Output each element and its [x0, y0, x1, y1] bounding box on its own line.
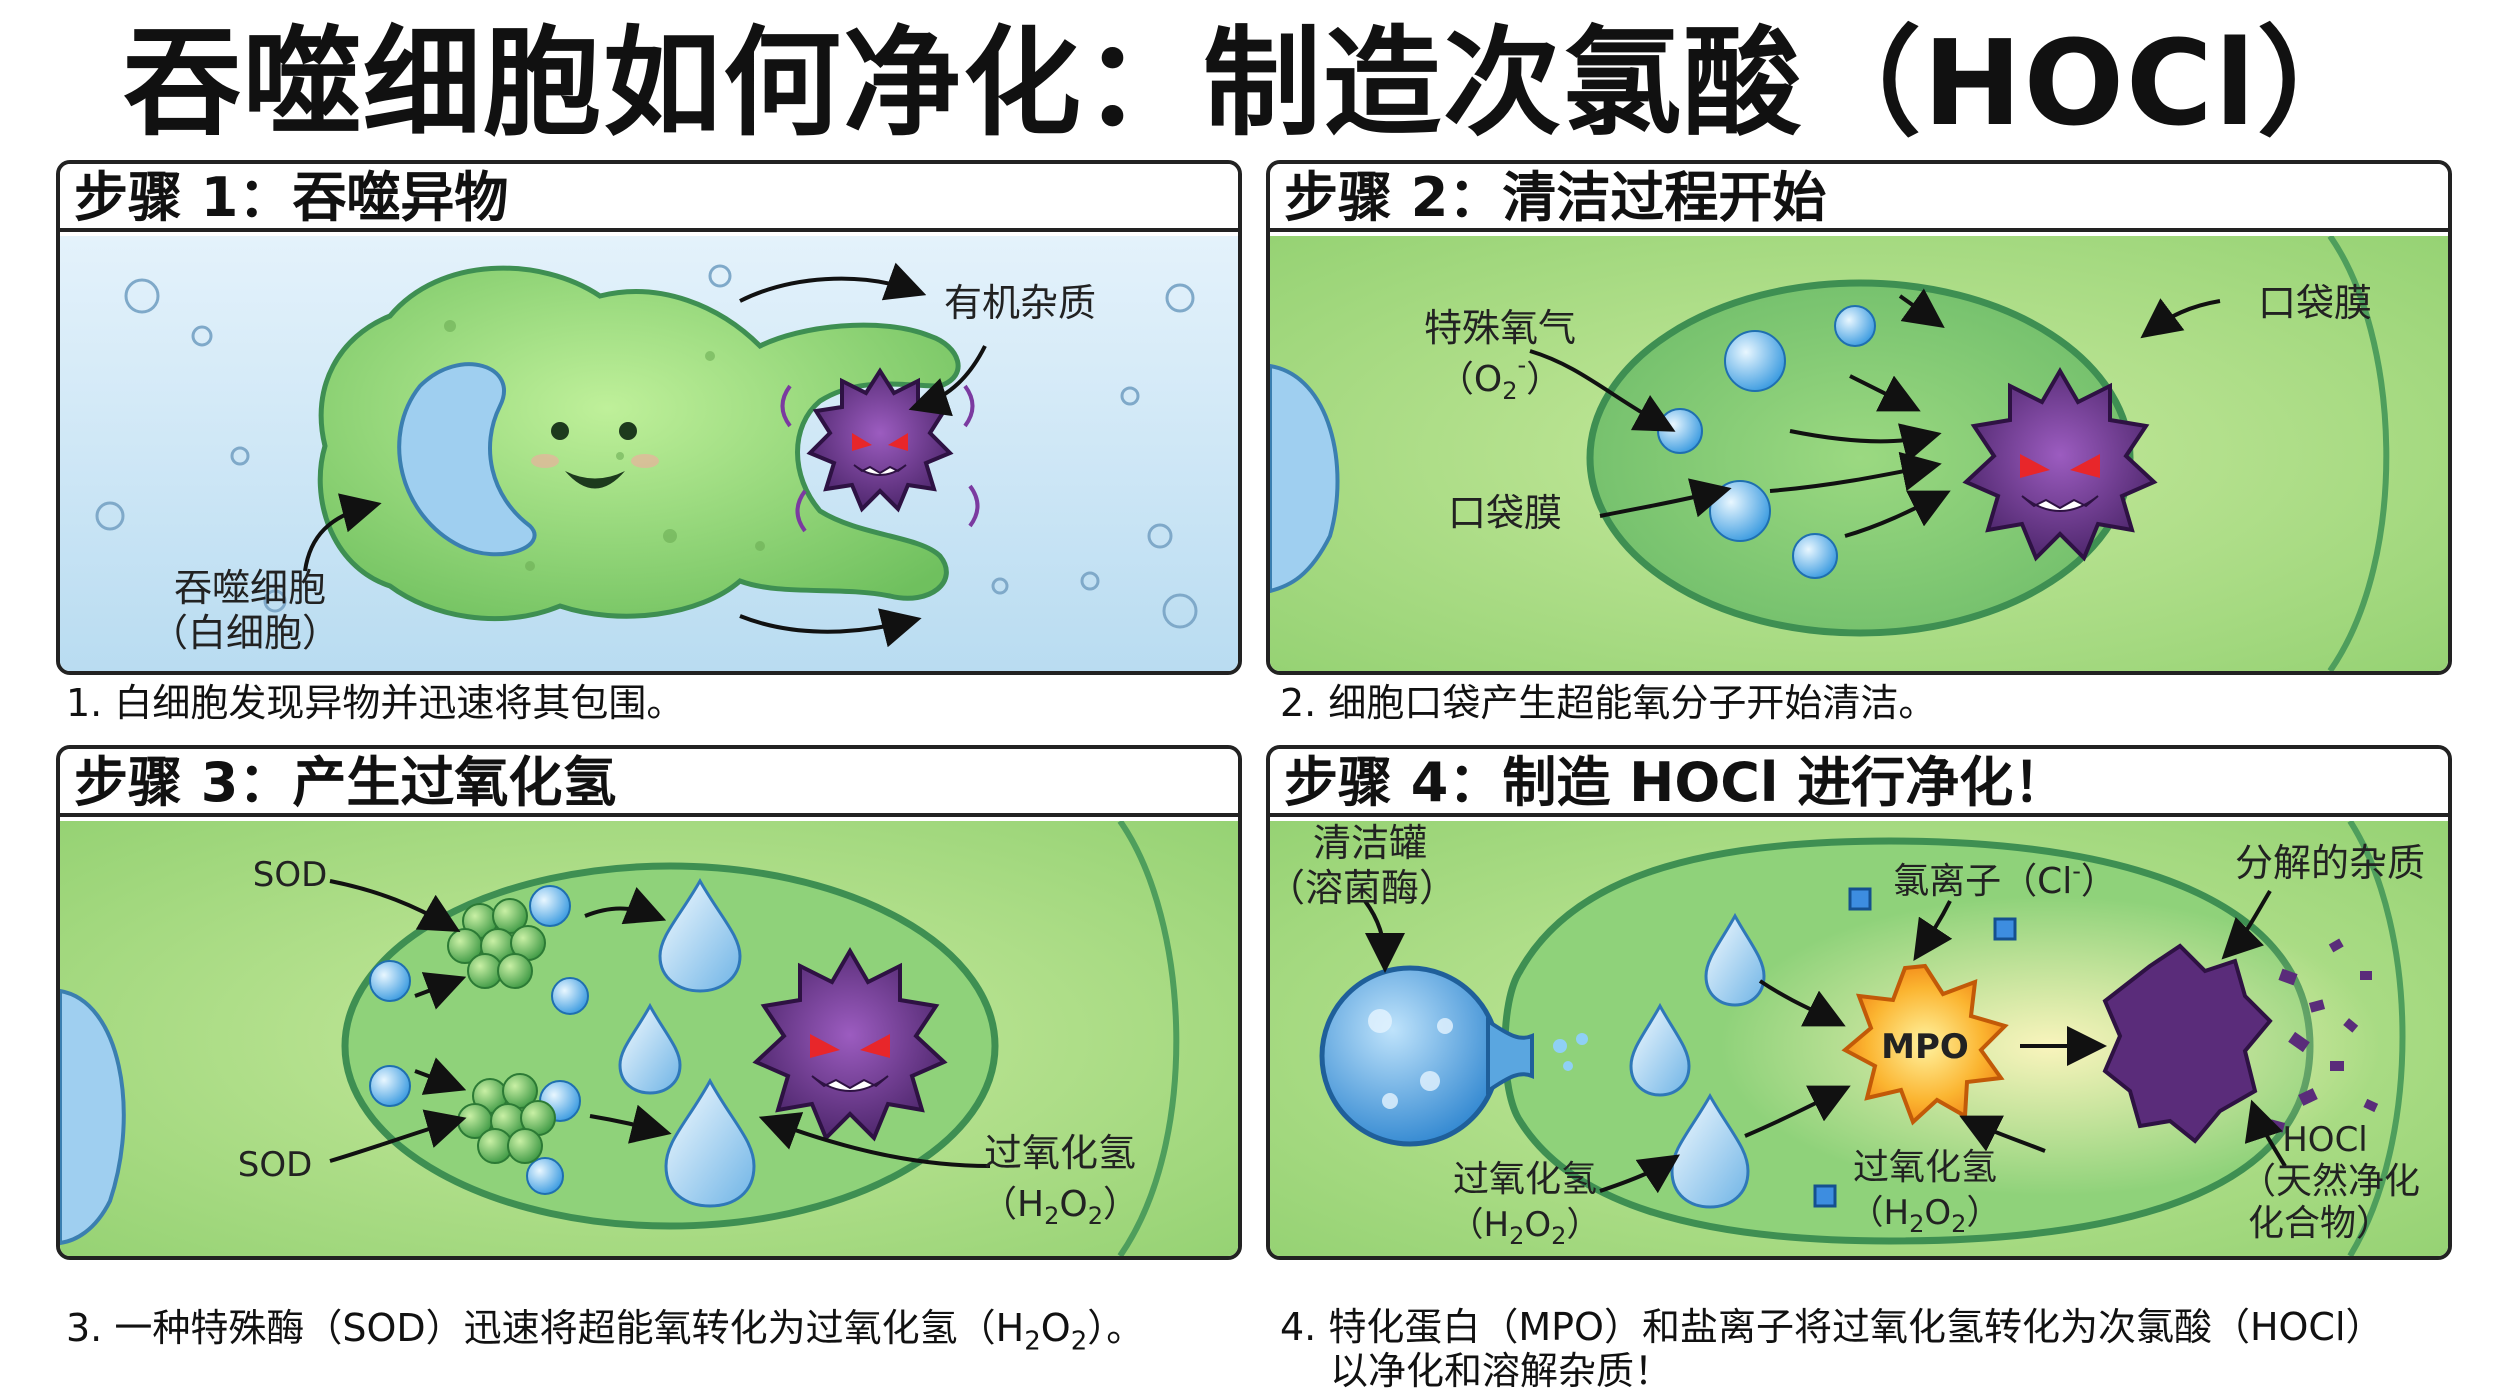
- panel-header-step-1: 步骤 1：吞噬异物: [60, 164, 1238, 232]
- label-pocket-membrane-bottom: 口袋膜: [1448, 491, 1562, 535]
- sod-enzyme-top: [447, 898, 546, 989]
- caption-step-2: 2. 细胞口袋产生超能氧分子开始清洁。: [1280, 681, 1937, 725]
- blue-vacuole-edge: [1270, 363, 1340, 594]
- label-chloride-ion: 氯离子（Cl-）: [1893, 857, 2117, 902]
- panel-step-3: 步骤 3：产生过氧化氢: [56, 745, 1242, 1260]
- label-pocket-membrane-top: 口袋膜: [2258, 281, 2372, 325]
- label-h2o2-formula: （H2O2）: [981, 1184, 1139, 1230]
- peroxide-droplets: [618, 877, 756, 1208]
- cell-nucleus: [397, 362, 537, 557]
- label-sod-top: SOD: [253, 855, 328, 895]
- label-h2o2-left-formula: （H2O2）: [1450, 1205, 1601, 1250]
- label-mpo: MPO: [1881, 1027, 1969, 1067]
- label-organic-impurity: 有机杂质: [944, 281, 1096, 325]
- chloride-ions: [1813, 887, 2017, 1208]
- caption-step-4-line-2: 以净化和溶解杂质！: [1330, 1349, 1673, 1393]
- cleaning-tank-lysosome: [1319, 965, 1588, 1147]
- panel-header-step-3: 步骤 3：产生过氧化氢: [60, 749, 1238, 817]
- motion-arrows: [303, 262, 987, 648]
- panel-header-step-4: 步骤 4：制造 HOCl 进行净化！: [1270, 749, 2448, 817]
- label-natural-purifier: （天然净化: [2240, 1161, 2420, 1202]
- caption-step-4-line-1: 4. 特化蛋白（MPO）和盐离子将过氧化氢转化为次氯酸（HOCl）: [1280, 1305, 2384, 1349]
- sod-enzyme-bottom: [457, 1073, 556, 1164]
- label-decomposed-impurity: 分解的杂质: [2235, 841, 2425, 885]
- label-h2o2-mid: 过氧化氢: [1853, 1147, 1997, 1188]
- label-lysozyme: （溶菌酶）: [1270, 866, 1457, 910]
- mpo-enzyme: MPO: [1841, 963, 2009, 1126]
- germ-impurity-3: [752, 947, 948, 1142]
- panel-header-step-2: 步骤 2：清洁过程开始: [1270, 164, 2448, 232]
- step-1-illustration: 有机杂质 吞噬细胞 （白细胞）: [60, 236, 1238, 671]
- caption-step-4: 4. 特化蛋白（MPO）和盐离子将过氧化氢转化为次氯酸（HOCl） 以净化和溶解…: [1280, 1305, 2384, 1393]
- label-cleaning-tank: 清洁罐: [1313, 821, 1427, 865]
- step-2-illustration: 特殊氧气 （O2-） 口袋膜 口袋膜: [1270, 236, 2448, 671]
- label-hocl: HOCl: [2282, 1120, 2368, 1160]
- caption-step-3: 3. 一种特殊酶（SOD）迅速将超能氧转化为过氧化氢（H2O2）。: [66, 1306, 1145, 1357]
- caption-step-1: 1. 白细胞发现异物并迅速将其包围。: [66, 681, 685, 725]
- label-white-blood-cell: （白细胞）: [150, 611, 340, 655]
- label-compound: 化合物）: [2248, 1203, 2392, 1244]
- panel-step-4: 步骤 4：制造 HOCl 进行净化！: [1266, 745, 2452, 1260]
- label-sod-bottom: SOD: [238, 1145, 313, 1185]
- germ-impurity-2: [1962, 367, 2158, 562]
- label-phagocyte: 吞噬细胞: [174, 566, 326, 610]
- panel-step-1: 步骤 1：吞噬异物: [56, 160, 1242, 675]
- floating-bubbles: [95, 264, 1198, 629]
- step-3-illustration: SOD SOD 过氧化氢 （H2O2）: [60, 821, 1238, 1256]
- label-hydrogen-peroxide: 过氧化氢: [984, 1131, 1136, 1175]
- label-h2o2-left: 过氧化氢: [1453, 1159, 1597, 1200]
- panel-step-2: 步骤 2：清洁过程开始: [1266, 160, 2452, 675]
- cell-face: [531, 422, 659, 489]
- label-oxygen-formula: （O2-）: [1438, 351, 1562, 405]
- page-title: 吞噬细胞如何净化：制造次氯酸（HOCl）: [122, 14, 2378, 152]
- step-4-illustration: MPO: [1270, 821, 2448, 1256]
- oxygen-bubbles: [1657, 305, 1876, 579]
- label-special-oxygen: 特殊氧气: [1424, 306, 1576, 350]
- label-h2o2-mid-formula: （H2O2）: [1850, 1193, 2001, 1238]
